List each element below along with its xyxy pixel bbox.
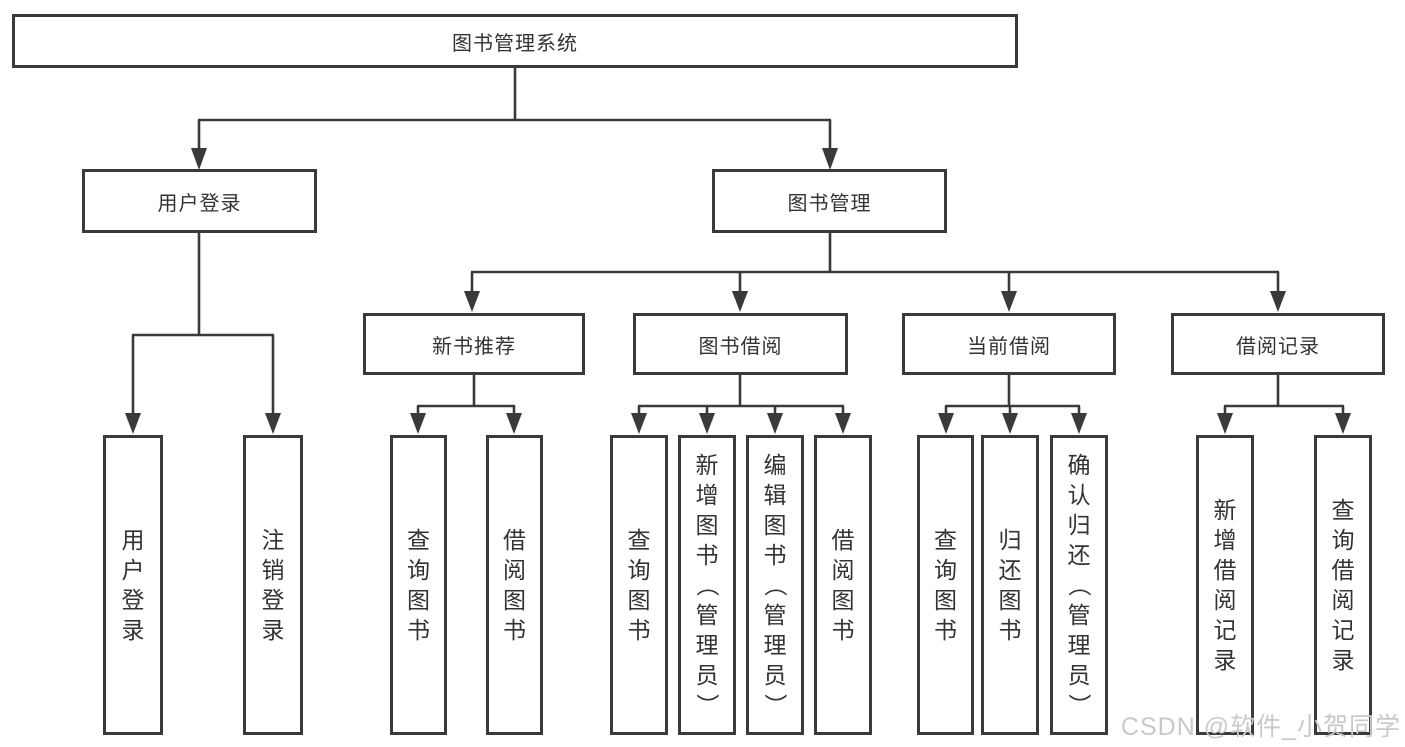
arrowhead	[1002, 413, 1018, 434]
arrowhead	[191, 148, 207, 170]
leaf-user-login: 用户登录	[103, 435, 163, 735]
leaf-edit-book-admin: 编辑图书（管理员）	[746, 435, 804, 735]
arrowhead	[1071, 413, 1087, 434]
leaf-add-borrow-record: 新增借阅记录	[1196, 435, 1254, 735]
leaf-return-book-label: 归还图书	[998, 527, 1022, 643]
leaf-query-books-2: 查询图书	[610, 435, 668, 735]
arrowhead	[506, 413, 522, 434]
arrowhead	[1335, 413, 1351, 434]
leaf-borrow-books-1: 借阅图书	[486, 435, 543, 735]
node-book-management-label: 图书管理	[787, 192, 872, 215]
arrowhead	[822, 148, 838, 170]
leaf-query-books-1: 查询图书	[390, 435, 447, 735]
node-book-borrowing-label: 图书借阅	[698, 335, 783, 358]
arrowhead	[732, 291, 748, 312]
connector-root-to-level2	[191, 68, 838, 170]
connector-new-book-recommend-to-leaves	[410, 375, 522, 434]
connector-book-management-to-level3	[464, 233, 1286, 312]
leaf-query-books-3-label: 查询图书	[934, 527, 957, 643]
arrowhead	[938, 413, 954, 434]
arrowhead	[265, 413, 281, 434]
arrowhead	[1217, 413, 1233, 434]
node-book-borrowing: 图书借阅	[633, 313, 848, 375]
arrowhead	[464, 291, 480, 312]
leaf-confirm-return-admin-label: 确认归还（管理员）	[1066, 452, 1092, 717]
node-root: 图书管理系统	[12, 14, 1018, 68]
leaf-borrow-books-1-label: 借阅图书	[503, 527, 526, 643]
watermark: CSDN @软件_小贺同学	[1120, 713, 1401, 741]
node-new-book-recommend: 新书推荐	[363, 313, 585, 375]
arrowhead	[835, 413, 851, 434]
connector-book-borrowing-to-leaves	[631, 375, 851, 434]
arrowhead	[410, 413, 426, 434]
node-user-login-label: 用户登录	[157, 192, 242, 215]
connector-current-borrowing-to-leaves	[938, 375, 1087, 434]
node-user-login: 用户登录	[82, 169, 317, 233]
arrowhead	[1001, 291, 1017, 312]
arrowhead	[699, 413, 715, 434]
leaf-return-book: 归还图书	[981, 435, 1039, 735]
leaf-add-book-admin-label: 新增图书（管理员）	[694, 452, 720, 717]
node-root-label: 图书管理系统	[452, 32, 578, 55]
leaf-edit-book-admin-label: 编辑图书（管理员）	[762, 452, 788, 717]
leaf-borrow-books-2: 借阅图书	[814, 435, 872, 735]
node-current-borrowing: 当前借阅	[902, 313, 1116, 375]
leaf-query-books-1-label: 查询图书	[407, 527, 430, 643]
connector-user-login-to-leaves	[125, 233, 281, 434]
leaf-add-borrow-record-label: 新增借阅记录	[1213, 497, 1237, 673]
arrowhead	[631, 413, 647, 434]
leaf-query-books-2-label: 查询图书	[627, 527, 651, 643]
leaf-logout-label: 注销登录	[261, 527, 285, 643]
node-current-borrowing-label: 当前借阅	[967, 335, 1051, 358]
leaf-user-login-label: 用户登录	[121, 527, 145, 643]
leaf-query-books-3: 查询图书	[917, 435, 974, 735]
arrowhead	[125, 413, 141, 434]
leaf-borrow-books-2-label: 借阅图书	[831, 527, 855, 643]
node-borrowing-records-label: 借阅记录	[1236, 335, 1320, 358]
leaf-add-book-admin: 新增图书（管理员）	[678, 435, 736, 735]
leaf-logout: 注销登录	[243, 435, 303, 735]
node-borrowing-records: 借阅记录	[1171, 313, 1385, 375]
node-book-management: 图书管理	[712, 169, 947, 233]
arrowhead	[767, 413, 783, 434]
connector-borrowing-records-to-leaves	[1217, 375, 1351, 434]
node-new-book-recommend-label: 新书推荐	[432, 335, 516, 358]
leaf-query-borrow-record-label: 查询借阅记录	[1331, 497, 1355, 673]
leaf-confirm-return-admin: 确认归还（管理员）	[1050, 435, 1108, 735]
leaf-query-borrow-record: 查询借阅记录	[1314, 435, 1372, 735]
arrowhead	[1270, 291, 1286, 312]
